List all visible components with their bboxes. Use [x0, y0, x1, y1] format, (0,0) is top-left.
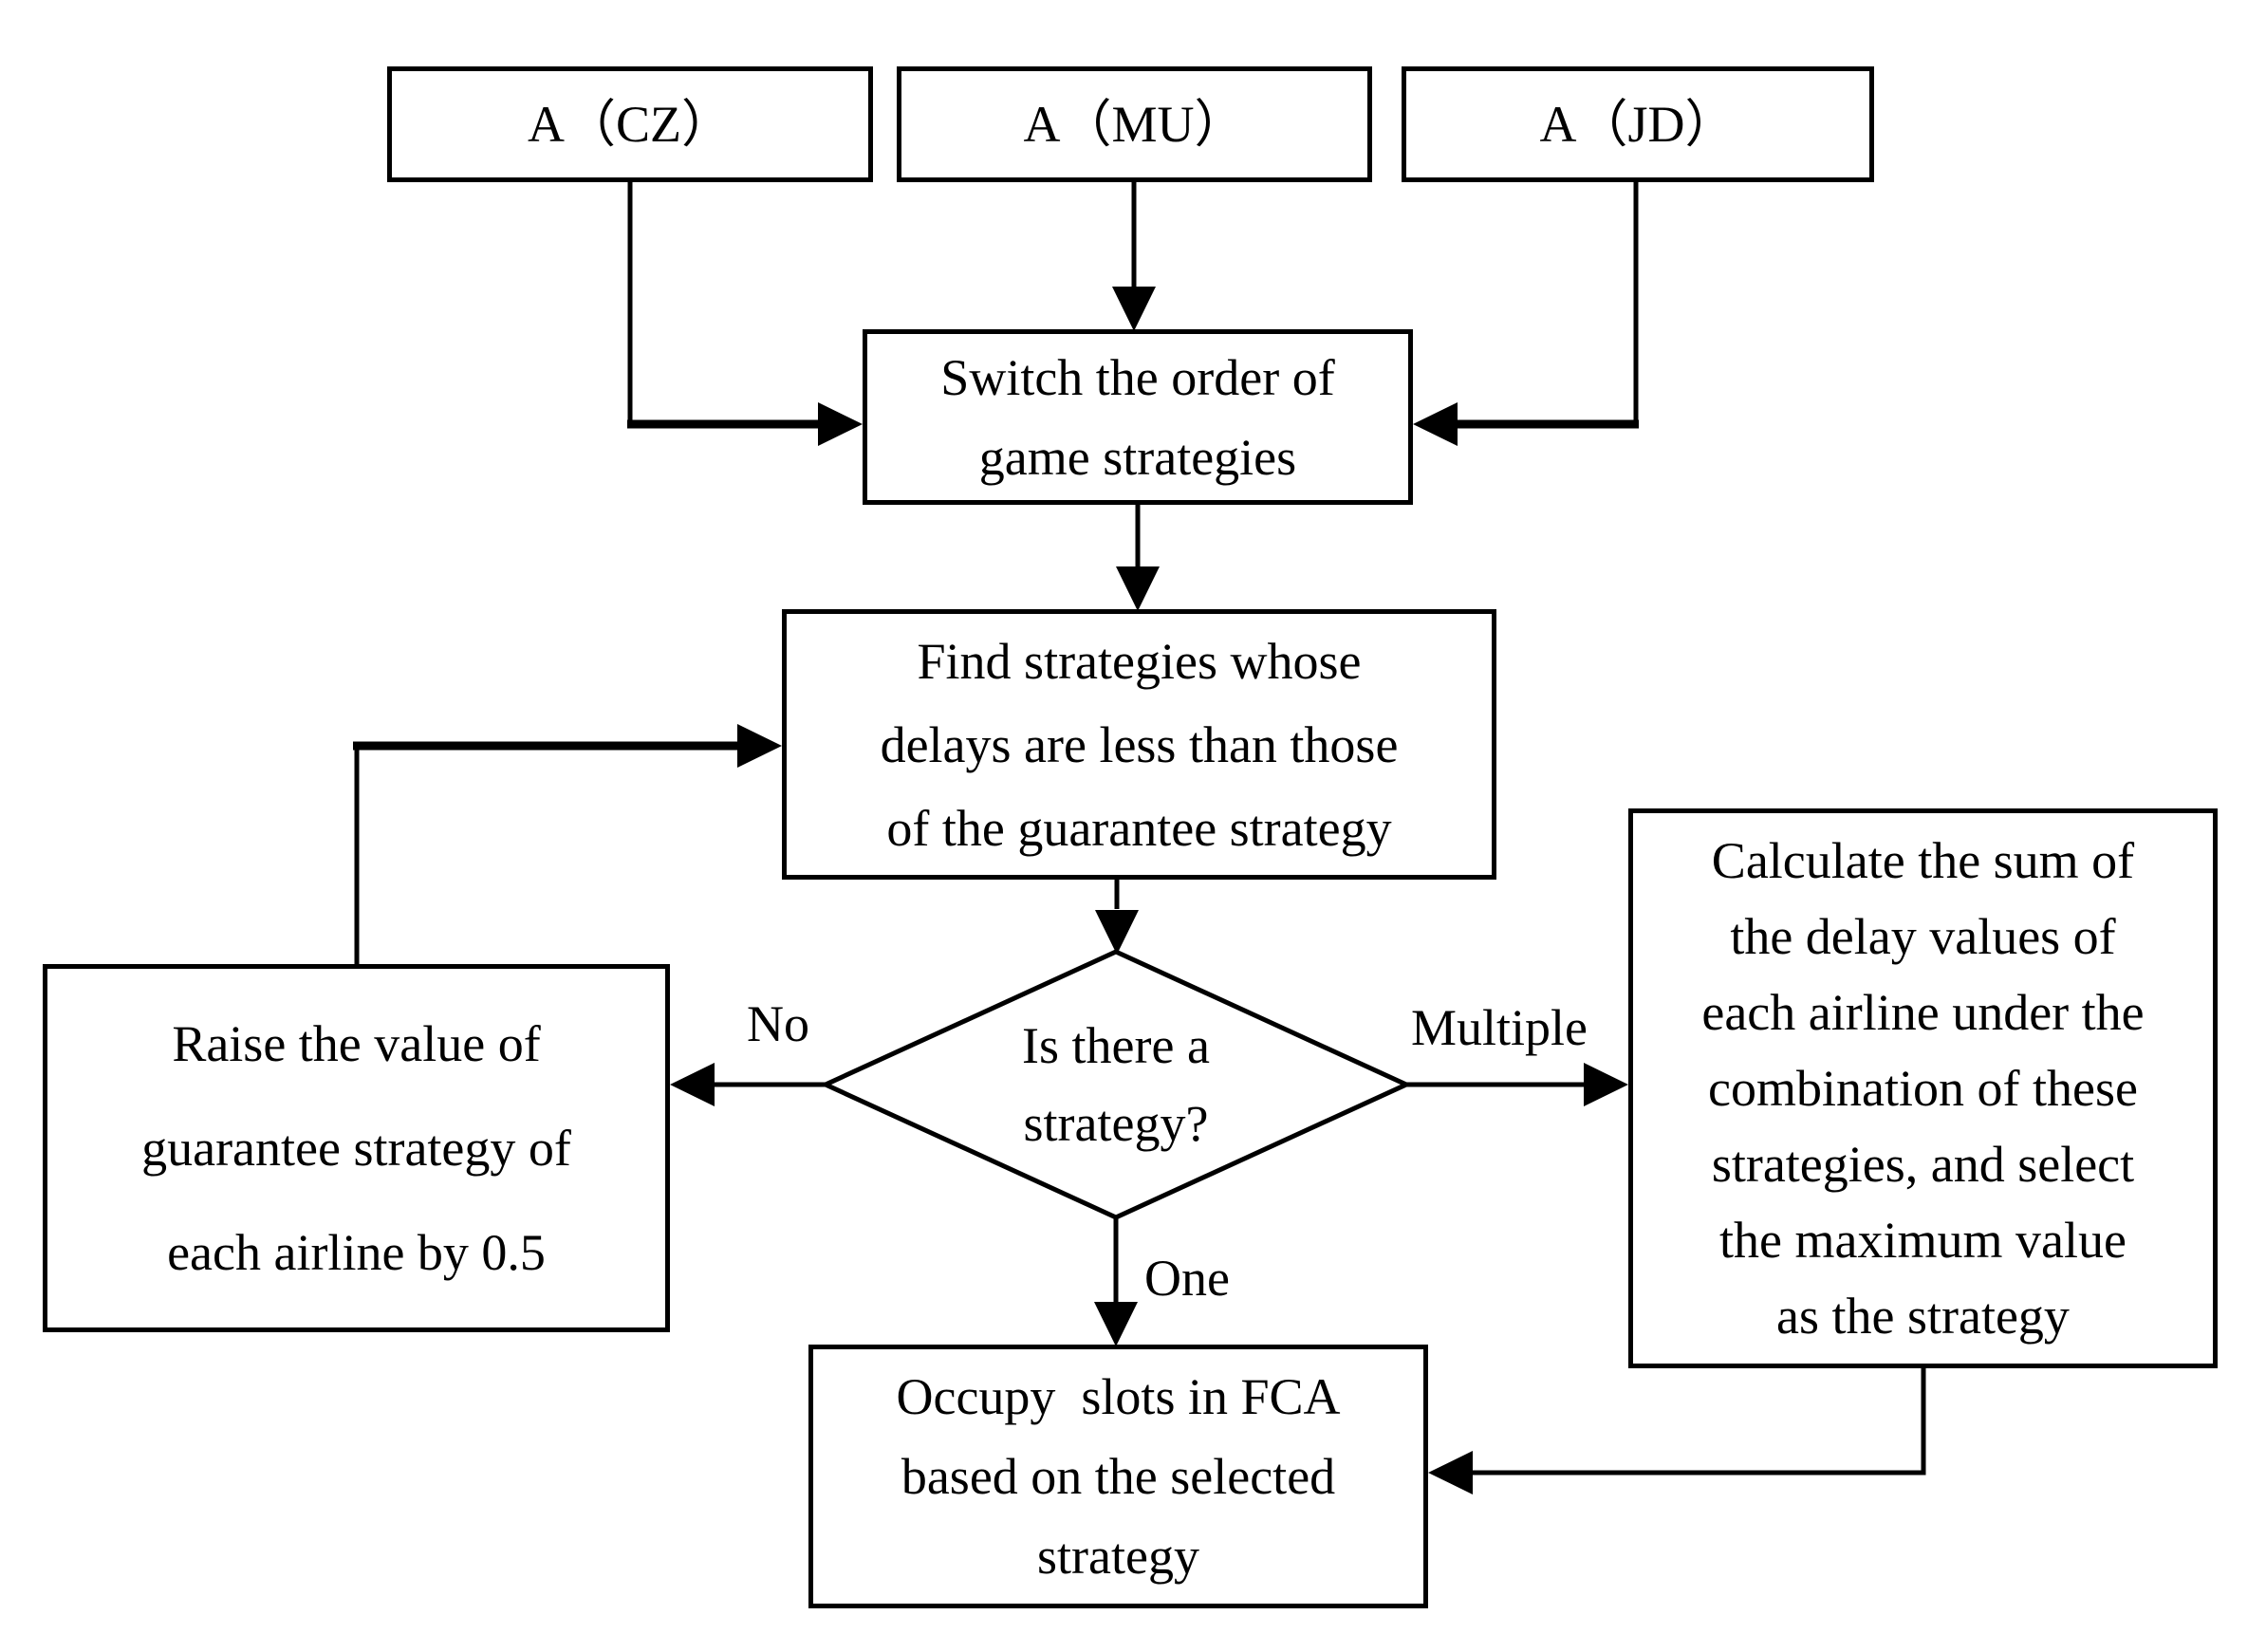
node-switch-order: Switch the order of game strategies	[863, 329, 1413, 505]
node-raise-guarantee-value: Raise the value of guarantee strategy of…	[43, 964, 670, 1332]
edge-calculate-to-occupy	[1428, 1368, 1926, 1494]
edge-label-multiple: Multiple	[1411, 999, 1588, 1056]
edge-mu-to-switch	[1112, 182, 1156, 331]
node-a-mu: A（MU）	[897, 66, 1372, 182]
edge-find-to-decision	[1095, 880, 1139, 955]
edge-switch-to-find	[1116, 505, 1160, 611]
node-find-strategies: Find strategies whose delays are less th…	[782, 609, 1496, 880]
edge-label-one: One	[1144, 1250, 1230, 1307]
edge-cz-to-switch	[627, 182, 863, 446]
edge-label-no: No	[747, 995, 809, 1052]
edge-decision-one	[1094, 1217, 1138, 1346]
edge-jd-to-switch	[1413, 182, 1639, 446]
decision-question: Is there a strategy?	[1022, 1017, 1210, 1152]
edge-decision-multiple	[1406, 1063, 1628, 1106]
node-a-jd: A（JD）	[1402, 66, 1874, 182]
node-calculate-delay-sum: Calculate the sum of the delay values of…	[1628, 808, 2218, 1368]
node-a-cz: A（CZ）	[387, 66, 873, 182]
node-occupy-slots: Occupy slots in FCA based on the selecte…	[808, 1345, 1428, 1608]
edge-raise-to-find	[353, 724, 782, 964]
edge-decision-no	[670, 1063, 826, 1106]
